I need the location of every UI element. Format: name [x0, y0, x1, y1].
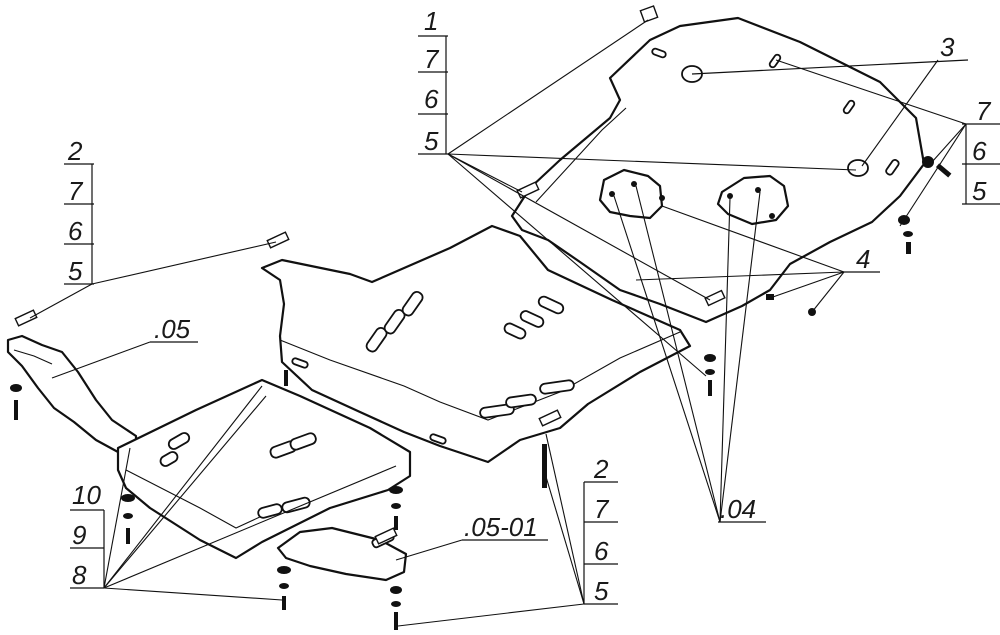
callout-left-5: 5 — [68, 256, 83, 286]
callout-shelf-left — [29, 163, 277, 319]
callout-right-6: 6 — [972, 136, 987, 166]
plate-05-front — [116, 378, 412, 560]
callout-shelf-4 — [635, 205, 880, 313]
plate-05-arm — [6, 334, 138, 454]
callout-top-1: 1 — [424, 6, 438, 36]
callout-04: .04 — [720, 494, 756, 524]
hardware — [10, 5, 952, 630]
callout-05: .05 — [154, 314, 191, 344]
callout-top-7: 7 — [424, 44, 440, 74]
callout-shelf-05-01 — [395, 539, 548, 561]
callout-shelf-05 — [51, 341, 198, 379]
callout-bottom-8: 8 — [72, 560, 87, 590]
callout-05-01: .05-01 — [464, 512, 538, 542]
callout-bottom-right-6: 6 — [594, 536, 609, 566]
top-right-plate — [510, 16, 926, 324]
callout-bottom-9: 9 — [72, 520, 86, 550]
callout-shelf-right — [775, 59, 1000, 227]
callout-left-2: 2 — [67, 136, 83, 166]
callout-shelf-3 — [691, 59, 969, 167]
callout-left-7: 7 — [68, 176, 84, 206]
callout-bottom-right-5: 5 — [594, 576, 609, 606]
callout-top-6: 6 — [424, 84, 439, 114]
callout-left-6: 6 — [68, 216, 83, 246]
callout-bottom-10: 10 — [72, 480, 101, 510]
callout-bottom-right-7: 7 — [594, 494, 610, 524]
center-plate — [260, 224, 692, 464]
callout-4: 4 — [856, 244, 870, 274]
callout-3: 3 — [940, 32, 955, 62]
callout-bottom-right-2: 2 — [593, 454, 609, 484]
plate-04-left — [598, 168, 665, 220]
callout-right-5: 5 — [972, 176, 987, 206]
callout-right-7: 7 — [976, 96, 992, 126]
callout-shelf-top-center — [418, 19, 857, 377]
callout-shelf-bottom-left — [70, 385, 397, 601]
callout-shelf-bottom-right — [397, 433, 618, 627]
callout-shelf-04 — [613, 185, 766, 523]
callout-top-5: 5 — [424, 126, 439, 156]
plate-04-right — [716, 174, 790, 226]
